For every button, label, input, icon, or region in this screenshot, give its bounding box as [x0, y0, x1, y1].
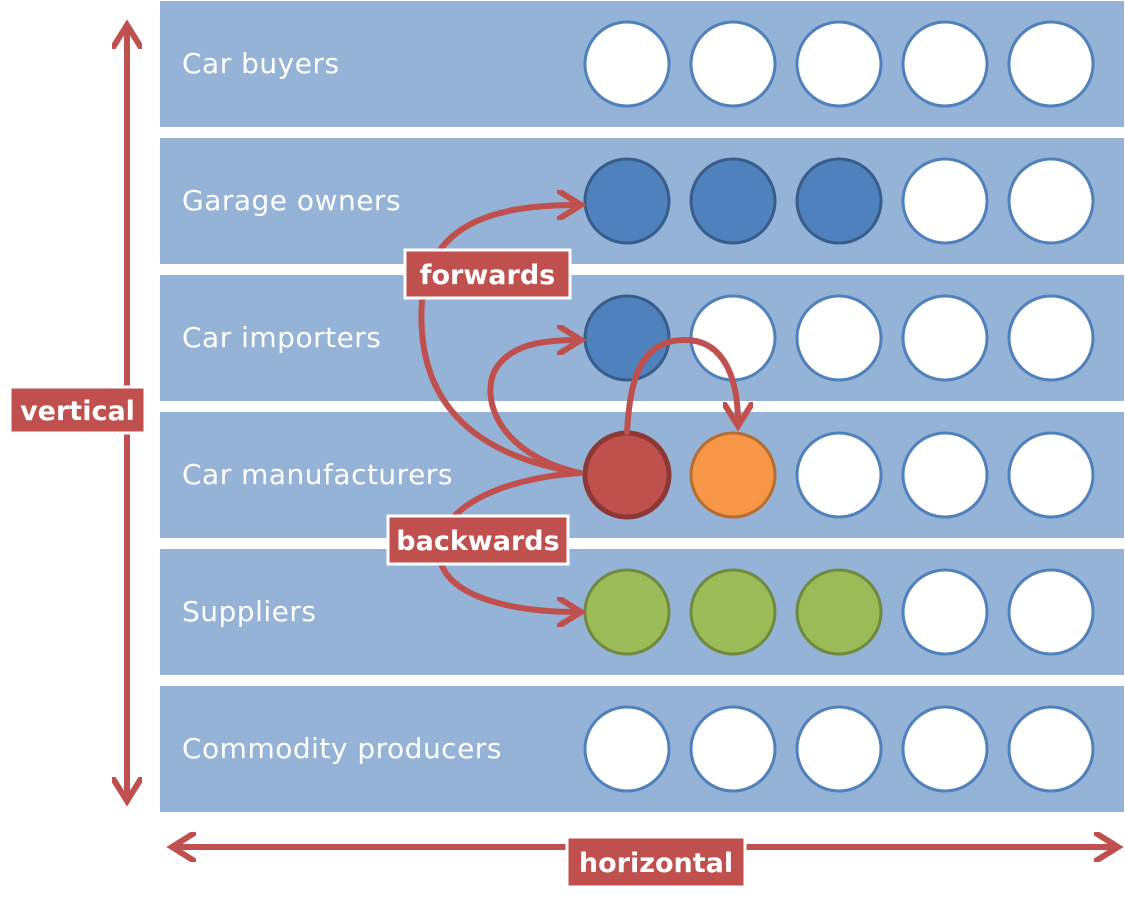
- firm-circles: [582, 20, 1095, 793]
- firm-circle-empty: [901, 431, 989, 519]
- row-label-car-manufacturers: Car manufacturers: [182, 458, 453, 491]
- row-label-suppliers: Suppliers: [182, 595, 316, 628]
- firm-circle-green: [795, 568, 883, 656]
- backwards-tag: backwards: [386, 514, 570, 566]
- vertical-tag-text: vertical: [20, 396, 135, 427]
- forwards-arrow-to-garage: [418, 205, 580, 476]
- value-chain-bands: [160, 1, 1124, 812]
- row-label-car-importers: Car importers: [182, 321, 381, 354]
- firm-circle-empty: [689, 294, 777, 382]
- firm-circle-empty: [795, 294, 883, 382]
- firm-circle-empty: [583, 20, 671, 108]
- firm-circle-empty: [583, 705, 671, 793]
- row-label-garage-owners: Garage owners: [182, 184, 401, 217]
- firm-circle-blue: [689, 157, 777, 245]
- vertical-tag-box: [8, 385, 147, 435]
- firm-circle-empty: [901, 157, 989, 245]
- row-labels: Car buyers Garage owners Car importers C…: [182, 47, 502, 765]
- firm-circle-red: [582, 430, 672, 520]
- firm-circle-empty: [689, 20, 777, 108]
- firm-circle-empty: [795, 20, 883, 108]
- firm-circle-empty: [901, 568, 989, 656]
- horizontal-tag: horizontal: [565, 835, 747, 889]
- firm-circle-empty: [689, 705, 777, 793]
- horizontal-arrow-to-orange: [624, 336, 738, 435]
- horizontal-tag-box: [565, 835, 747, 889]
- firm-circle-blue: [583, 294, 671, 382]
- firm-circle-empty: [1007, 705, 1095, 793]
- firm-circle-empty: [901, 705, 989, 793]
- forwards-tag: forwards: [403, 248, 572, 300]
- row-label-car-buyers: Car buyers: [182, 47, 340, 80]
- vertical-tag: vertical: [8, 385, 147, 435]
- firm-circle-blue: [795, 157, 883, 245]
- firm-circle-empty: [795, 705, 883, 793]
- firm-circle-green: [689, 568, 777, 656]
- firm-circle-empty: [1007, 20, 1095, 108]
- firm-circle-empty: [1007, 157, 1095, 245]
- firm-circle-empty: [1007, 294, 1095, 382]
- forwards-tag-text: forwards: [420, 260, 556, 291]
- firm-circle-blue: [583, 157, 671, 245]
- backwards-tag-box: [386, 514, 570, 566]
- row-label-commodity-producers: Commodity producers: [182, 732, 502, 765]
- forwards-arrow-to-importer: [487, 340, 580, 476]
- firm-circle-orange: [689, 431, 777, 519]
- firm-circle-empty: [901, 294, 989, 382]
- firm-circle-green: [583, 568, 671, 656]
- forwards-tag-box: [403, 248, 572, 300]
- horizontal-tag-text: horizontal: [579, 848, 733, 879]
- firm-circle-empty: [795, 431, 883, 519]
- backwards-tag-text: backwards: [396, 526, 559, 557]
- firm-circle-empty: [901, 20, 989, 108]
- firm-circle-empty: [1007, 568, 1095, 656]
- firm-circle-empty: [1007, 431, 1095, 519]
